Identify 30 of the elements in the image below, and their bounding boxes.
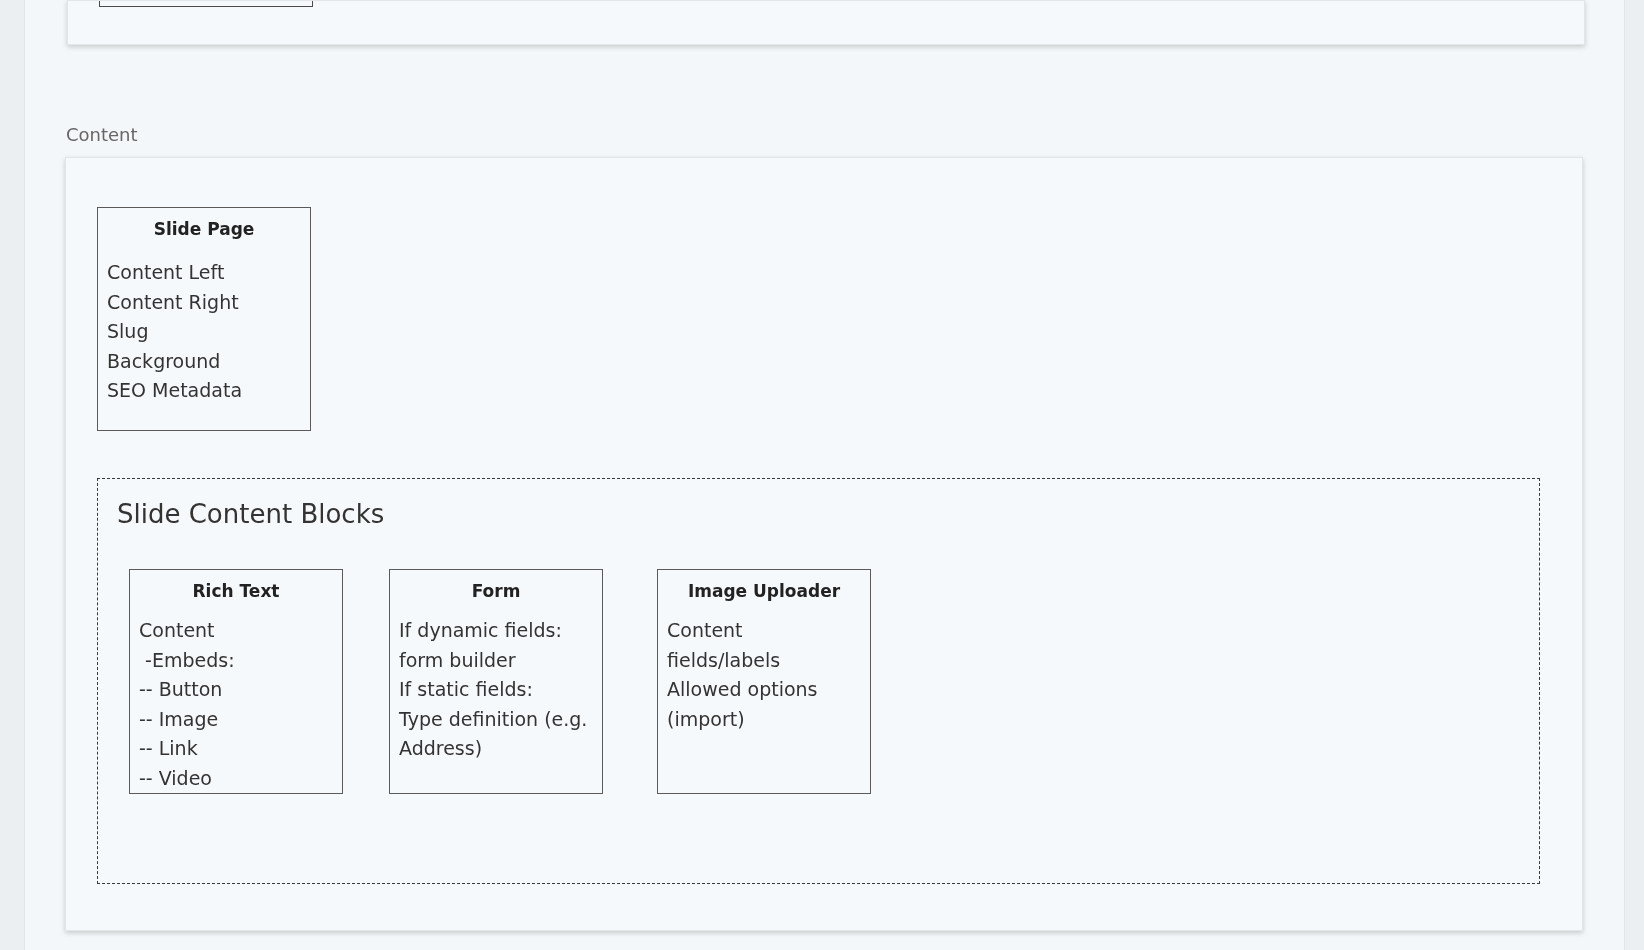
block-title: Rich Text	[191, 580, 281, 602]
group-title: Slide Content Blocks	[117, 498, 385, 530]
field-text: Slug	[107, 319, 150, 344]
field-text: -- Video	[139, 765, 213, 791]
field-text: Content Right	[107, 289, 240, 315]
field-text: Content fields/labels	[667, 618, 782, 673]
dashed-group	[97, 478, 1540, 884]
field-text: If static fields:	[399, 677, 534, 702]
entity-card	[657, 569, 871, 794]
field-text: -- Button	[139, 677, 224, 702]
panel-card	[67, 0, 1585, 45]
field-text: -Embeds:	[144, 647, 236, 673]
block-title: Slide Page	[152, 218, 256, 240]
field-text: form builder	[399, 647, 517, 673]
field-text: If dynamic fields:	[399, 618, 563, 643]
field-text: Content	[139, 618, 216, 643]
entity-card	[129, 569, 343, 794]
entity-card	[97, 207, 311, 431]
field-text: Type definition (e.g. Address)	[399, 706, 589, 761]
field-text: SEO Metadata	[107, 378, 244, 403]
outline-box	[99, 1, 313, 7]
field-text: Allowed options (import)	[667, 677, 819, 732]
field-text: Background	[107, 348, 222, 374]
block-title: Form	[470, 580, 522, 602]
field-text: -- Link	[139, 736, 199, 761]
field-text: Content Left	[107, 260, 226, 285]
field-text: -- Image	[139, 706, 220, 732]
entity-card	[389, 569, 603, 794]
block-title: Image Uploader	[686, 580, 842, 602]
section-label: Content	[66, 123, 138, 147]
